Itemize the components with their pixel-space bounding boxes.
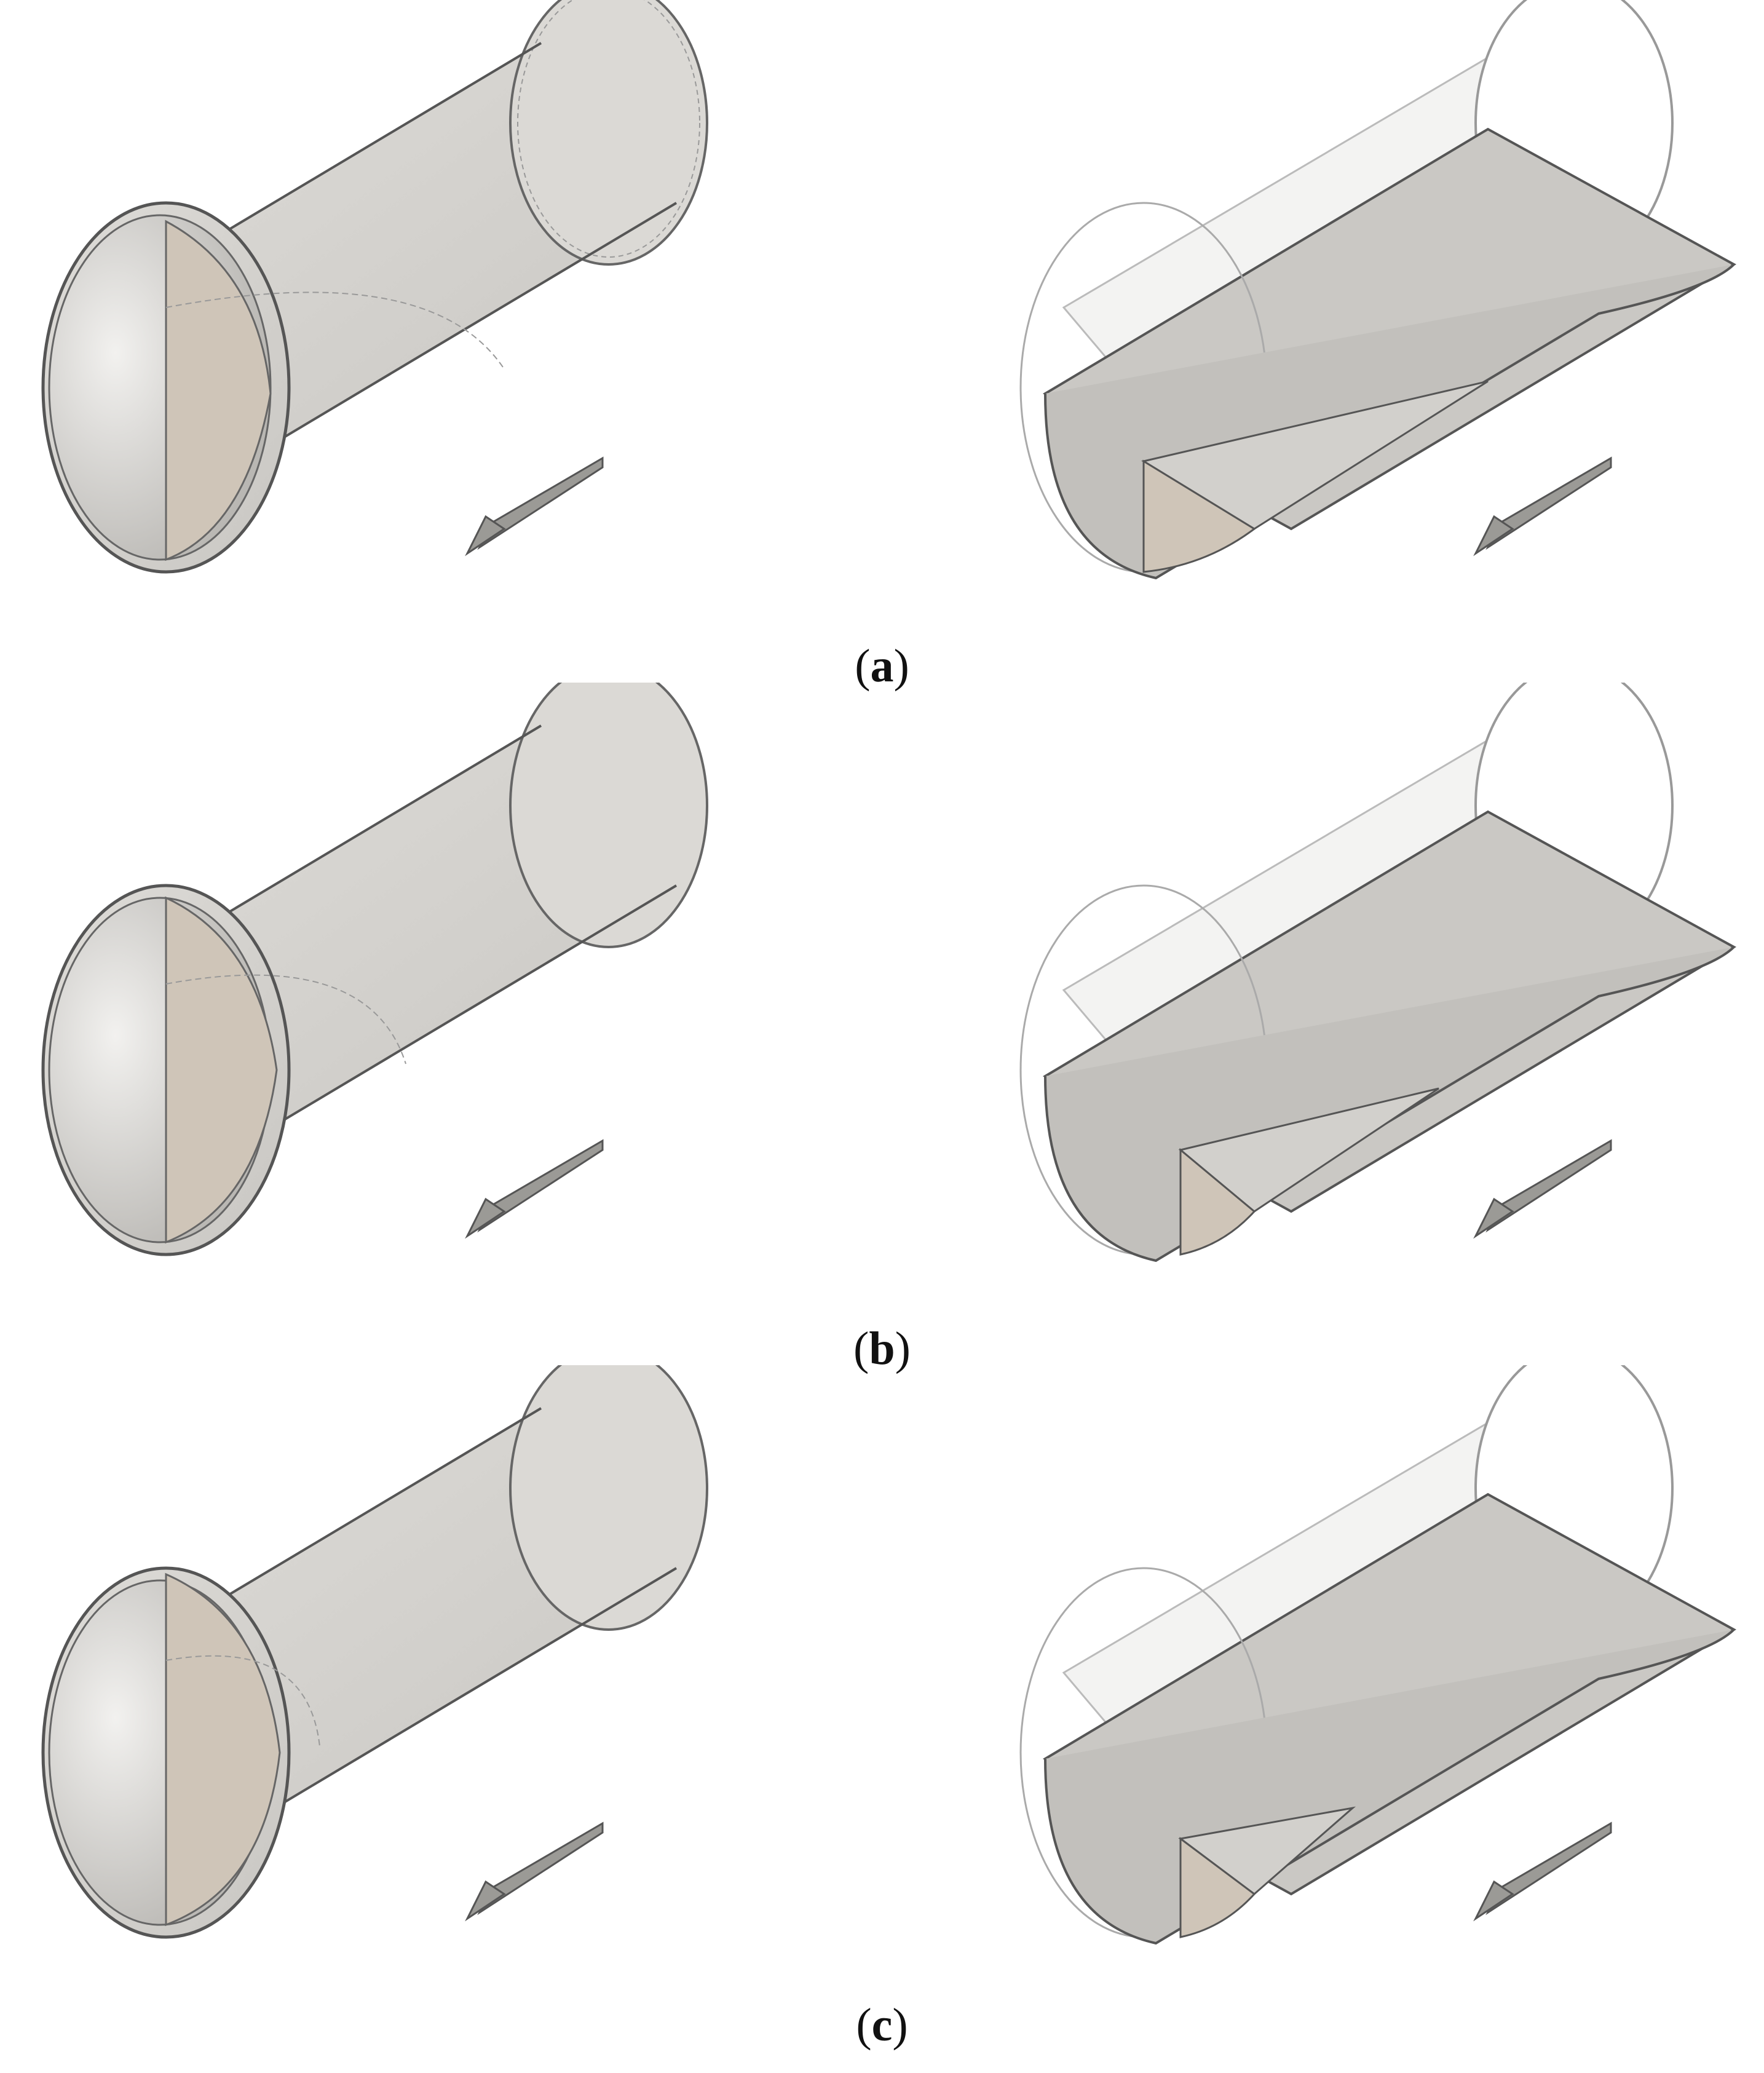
figure-row-a — [0, 0, 1764, 640]
closed-tube-baffle-icon — [41, 1365, 1737, 1945]
caption-a: (a) — [855, 640, 909, 692]
figure-row-b — [0, 683, 1764, 1322]
figure-row-c — [0, 1365, 1764, 2005]
caption-b: (b) — [853, 1323, 911, 1374]
caption-c: (c) — [856, 1999, 908, 2051]
closed-tube-baffle-icon — [41, 683, 1737, 1262]
closed-tube-baffle-icon — [41, 0, 1737, 580]
